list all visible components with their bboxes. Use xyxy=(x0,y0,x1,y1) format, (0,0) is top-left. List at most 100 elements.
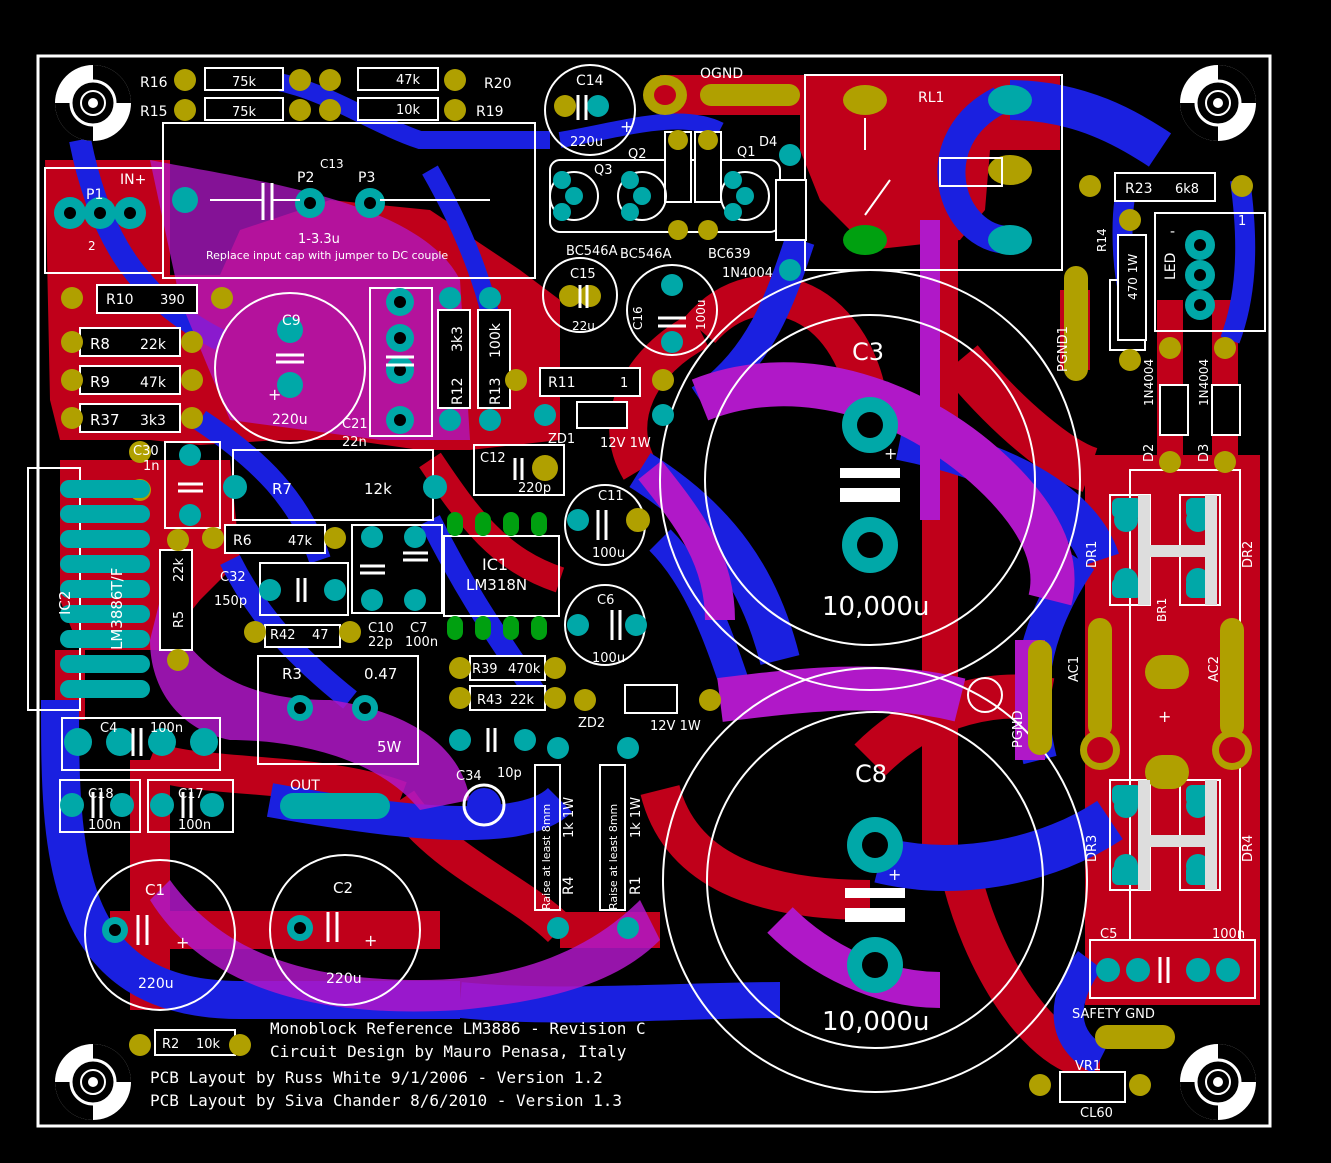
value-c18: 100n xyxy=(88,818,121,833)
label-d4: D4 xyxy=(759,135,777,150)
label-r20: R20 xyxy=(484,76,512,92)
label-c14: C14 xyxy=(576,73,604,89)
value-r3: 0.47 xyxy=(364,665,397,683)
svg-text:+: + xyxy=(884,444,897,463)
label-ac1: AC1 xyxy=(1067,656,1082,682)
label-c8: C8 xyxy=(855,760,887,788)
label-c13: C13 xyxy=(320,157,344,171)
label-dr1: DR1 xyxy=(1085,541,1100,568)
label-c2: C2 xyxy=(333,879,353,897)
label-r7: R7 xyxy=(272,480,292,498)
label-r4: R4 xyxy=(561,876,577,895)
label-c34: C34 xyxy=(456,769,482,784)
label-r3: R3 xyxy=(282,665,302,683)
value-r4: 1k 1W xyxy=(562,797,577,838)
value-r6: 47k xyxy=(288,534,313,549)
svg-text:+: + xyxy=(1158,707,1171,726)
label-r39: R39 xyxy=(472,662,498,677)
label-c7: C7 xyxy=(410,621,427,636)
label-r15: R15 xyxy=(140,104,168,120)
label-r12: R12 xyxy=(450,377,466,405)
label-c15: C15 xyxy=(570,267,596,282)
mounting-hole-bottom-right xyxy=(1178,1042,1258,1122)
value-r1: 1k 1W xyxy=(629,797,644,838)
value-zd1: 12V 1W xyxy=(600,436,651,451)
label-r14: R14 xyxy=(1095,228,1109,252)
credit-line-3: PCB Layout by Russ White 9/1/2006 - Vers… xyxy=(150,1068,603,1087)
value-c7: 100n xyxy=(405,635,438,650)
label-zd2: ZD2 xyxy=(578,716,605,731)
diode-bodies xyxy=(576,179,1241,1103)
label-r42: R42 xyxy=(270,628,296,643)
label-c16: C16 xyxy=(631,306,645,330)
value-r37: 3k3 xyxy=(140,413,166,429)
label-bc546a-q2: BC546A xyxy=(620,247,672,262)
value-c4: 100n xyxy=(150,721,183,736)
label-c32: C32 xyxy=(220,570,246,585)
value-c9: 220u xyxy=(272,412,308,428)
mounting-hole-top-left xyxy=(53,63,133,143)
label-r8: R8 xyxy=(90,335,110,353)
c34-pad xyxy=(467,788,501,822)
label-led-minus: - xyxy=(1170,224,1175,240)
label-c1: C1 xyxy=(145,881,165,899)
label-c4: C4 xyxy=(100,721,117,736)
label-zd1: ZD1 xyxy=(548,432,575,447)
value-r42: 47 xyxy=(312,628,329,643)
label-r1: R1 xyxy=(628,876,644,895)
label-c5: C5 xyxy=(1100,927,1117,942)
value-d3: 1N4004 xyxy=(1197,359,1211,406)
value-c14: 220u xyxy=(570,135,603,150)
value-ic1: LM318N xyxy=(466,576,527,594)
value-r10: 390 xyxy=(160,293,185,308)
label-d3: D3 xyxy=(1197,444,1212,462)
label-br1: BR1 xyxy=(1155,598,1169,622)
svg-text:+: + xyxy=(888,865,901,884)
credit-line-1: Monoblock Reference LM3886 - Revision C xyxy=(270,1019,646,1038)
credit-line-2: Circuit Design by Mauro Penasa, Italy xyxy=(270,1042,627,1061)
label-r19: R19 xyxy=(476,104,504,120)
value-c6: 100u xyxy=(592,651,625,666)
value-c34: 10p xyxy=(497,766,522,781)
label-r5: R5 xyxy=(172,611,187,628)
label-c10: C10 xyxy=(368,621,394,636)
value-d2: 1N4004 xyxy=(1142,359,1156,406)
label-vr1: VR1 xyxy=(1075,1059,1101,1074)
label-c18: C18 xyxy=(88,787,114,802)
label-r9: R9 xyxy=(90,373,110,391)
electrolytic-outlines xyxy=(84,64,1003,1011)
label-r6: R6 xyxy=(233,533,252,549)
label-c21: C21 xyxy=(342,417,368,432)
watt-r3: 5W xyxy=(377,738,402,756)
value-d4: 1N4004 xyxy=(722,266,773,281)
label-pin1: 1 xyxy=(1238,214,1246,229)
value-c21: 22n xyxy=(342,435,367,450)
value-r20: 47k xyxy=(396,73,421,88)
label-ognd: OGND xyxy=(700,66,743,82)
label-in-plus: IN+ xyxy=(120,172,146,188)
bridge-bars xyxy=(1138,495,1217,890)
pads xyxy=(54,69,1253,1096)
label-pgnd: PGND xyxy=(1011,710,1026,748)
label-bc639: BC639 xyxy=(708,247,751,262)
label-q2: Q2 xyxy=(628,147,647,162)
value-c12: 220p xyxy=(518,481,551,496)
label-c3: C3 xyxy=(852,338,884,366)
label-ic2: IC2 xyxy=(56,591,74,615)
value-r43: 22k xyxy=(510,693,535,708)
value-ic2: LM3886T/F xyxy=(108,568,126,650)
label-pgnd1: PGND1 xyxy=(1056,326,1071,372)
relay-coil xyxy=(939,157,1003,187)
label-p1: P1 xyxy=(86,187,103,203)
label-q1: Q1 xyxy=(737,145,756,160)
label-ic1: IC1 xyxy=(482,555,508,574)
value-c10: 22p xyxy=(368,635,393,650)
label-r43: R43 xyxy=(477,693,503,708)
value-r2: 10k xyxy=(196,1037,221,1052)
value-r13: 100k xyxy=(488,322,504,358)
label-r16: R16 xyxy=(140,75,168,91)
value-zd2: 12V 1W xyxy=(650,719,701,734)
label-p3: P3 xyxy=(358,170,375,186)
label-c17: C17 xyxy=(178,787,204,802)
